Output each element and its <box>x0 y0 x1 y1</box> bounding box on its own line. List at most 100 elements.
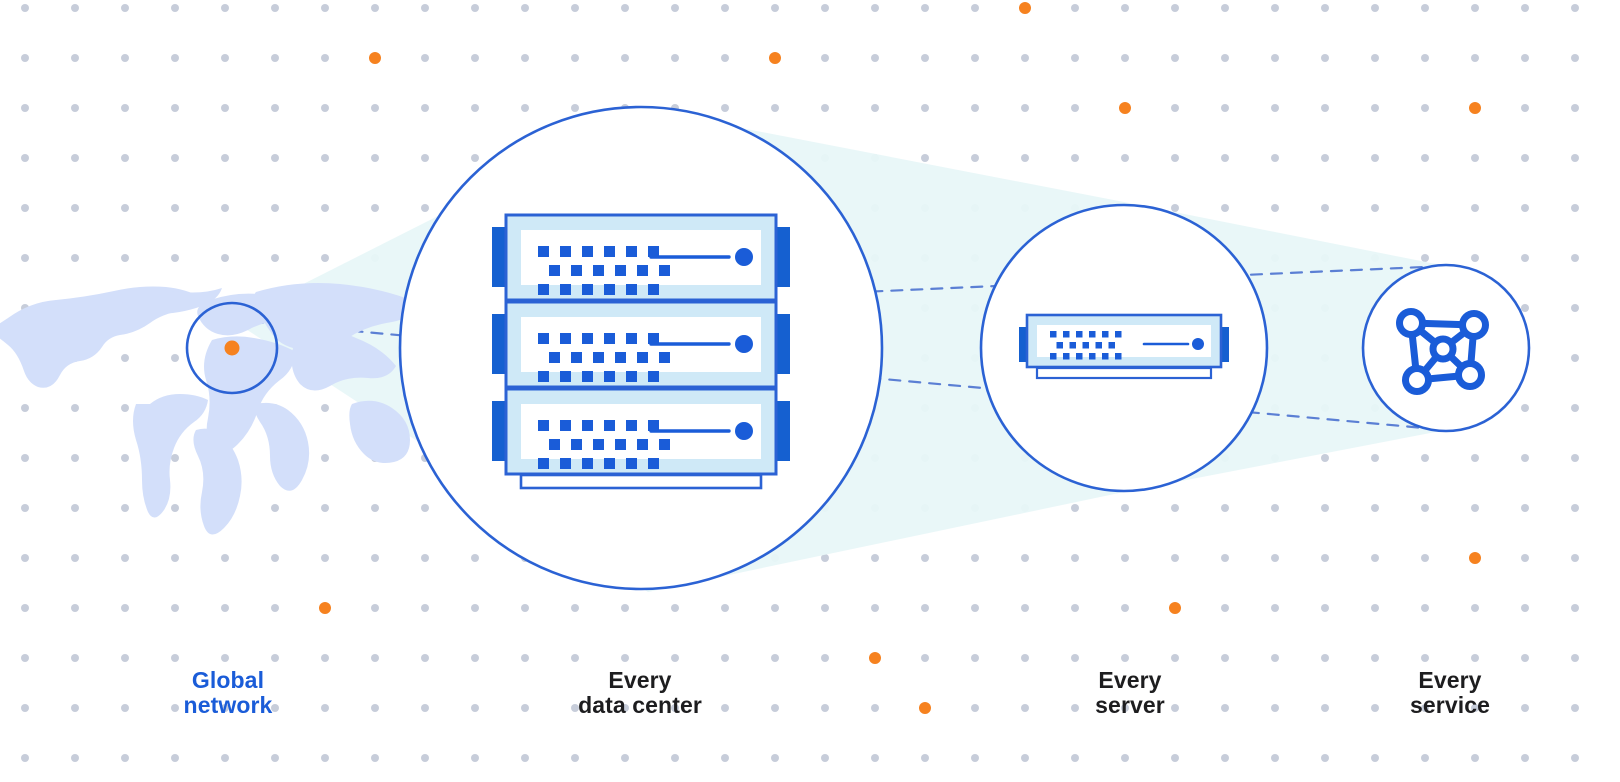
grid-dot <box>371 654 379 662</box>
grid-dot <box>21 204 29 212</box>
grid-dot <box>1521 454 1529 462</box>
grid-dot <box>21 404 29 412</box>
grid-dot <box>871 704 879 712</box>
grid-dot <box>1321 604 1329 612</box>
grid-dot <box>21 4 29 12</box>
grid-dot <box>571 54 579 62</box>
grid-dot <box>1171 504 1179 512</box>
grid-dot <box>171 754 179 762</box>
grid-dot <box>221 204 229 212</box>
grid-dot <box>21 604 29 612</box>
grid-dot <box>171 604 179 612</box>
grid-dot <box>121 54 129 62</box>
grid-dot <box>71 4 79 12</box>
grid-dot <box>171 554 179 562</box>
grid-dot <box>1521 304 1529 312</box>
world-map-icon <box>0 283 416 535</box>
grid-dot <box>221 54 229 62</box>
grid-dot <box>1571 704 1579 712</box>
grid-dot <box>1171 654 1179 662</box>
grid-dot <box>121 254 129 262</box>
grid-dot <box>1571 454 1579 462</box>
grid-dot <box>71 204 79 212</box>
grid-dot <box>1521 254 1529 262</box>
grid-dot <box>771 654 779 662</box>
grid-dot <box>271 4 279 12</box>
grid-dot <box>21 504 29 512</box>
grid-dot <box>1421 4 1429 12</box>
grid-dot <box>921 54 929 62</box>
grid-dot <box>321 404 329 412</box>
grid-dot <box>571 4 579 12</box>
grid-dot <box>571 654 579 662</box>
grid-dot <box>1071 54 1079 62</box>
grid-dot <box>1371 104 1379 112</box>
grid-dot <box>1571 554 1579 562</box>
grid-dot <box>971 154 979 162</box>
grid-dot <box>1221 104 1229 112</box>
grid-dot <box>821 604 829 612</box>
grid-dot <box>271 554 279 562</box>
server-group <box>979 203 1269 493</box>
grid-dot <box>1521 54 1529 62</box>
grid-dot <box>771 704 779 712</box>
grid-dot <box>1021 104 1029 112</box>
grid-dot <box>921 4 929 12</box>
grid-dot <box>871 4 879 12</box>
grid-dot <box>1071 604 1079 612</box>
grid-dot <box>721 704 729 712</box>
grid-dot <box>1071 504 1079 512</box>
grid-dot <box>71 754 79 762</box>
grid-dot <box>271 604 279 612</box>
grid-dot <box>271 204 279 212</box>
grid-dot <box>1271 504 1279 512</box>
grid-dot <box>1221 504 1229 512</box>
grid-dot <box>321 654 329 662</box>
grid-dot <box>1371 654 1379 662</box>
grid-dot <box>1521 654 1529 662</box>
grid-dot <box>1471 704 1479 712</box>
grid-dot <box>1521 754 1529 762</box>
grid-dot <box>1321 154 1329 162</box>
grid-dot <box>71 654 79 662</box>
grid-dot <box>1171 204 1179 212</box>
grid-dot <box>71 504 79 512</box>
grid-dot <box>1171 154 1179 162</box>
grid-dot <box>121 204 129 212</box>
grid-dot <box>621 754 629 762</box>
grid-dot <box>1121 54 1129 62</box>
grid-dot <box>121 354 129 362</box>
grid-dot <box>821 654 829 662</box>
grid-dot <box>221 704 229 712</box>
grid-dot <box>1271 754 1279 762</box>
grid-dot <box>171 354 179 362</box>
grid-dot <box>1221 604 1229 612</box>
grid-dot <box>1321 754 1329 762</box>
grid-dot <box>1271 204 1279 212</box>
grid-dot <box>1221 54 1229 62</box>
grid-dot <box>321 154 329 162</box>
grid-dot <box>971 654 979 662</box>
grid-dot <box>71 704 79 712</box>
service-group <box>1361 263 1531 433</box>
grid-dot <box>971 4 979 12</box>
grid-dot <box>1371 704 1379 712</box>
grid-dot <box>21 254 29 262</box>
grid-dot <box>871 54 879 62</box>
grid-dot <box>221 254 229 262</box>
grid-dot <box>1571 154 1579 162</box>
grid-dot <box>571 754 579 762</box>
grid-dot <box>1321 554 1329 562</box>
grid-dot <box>421 154 429 162</box>
grid-dot <box>1521 104 1529 112</box>
grid-dot <box>821 54 829 62</box>
grid-dot <box>1571 404 1579 412</box>
grid-dot <box>1071 104 1079 112</box>
grid-dot <box>921 154 929 162</box>
grid-dot <box>321 504 329 512</box>
grid-dot <box>1171 754 1179 762</box>
grid-dot <box>321 104 329 112</box>
grid-dot <box>71 54 79 62</box>
grid-dot <box>1571 304 1579 312</box>
